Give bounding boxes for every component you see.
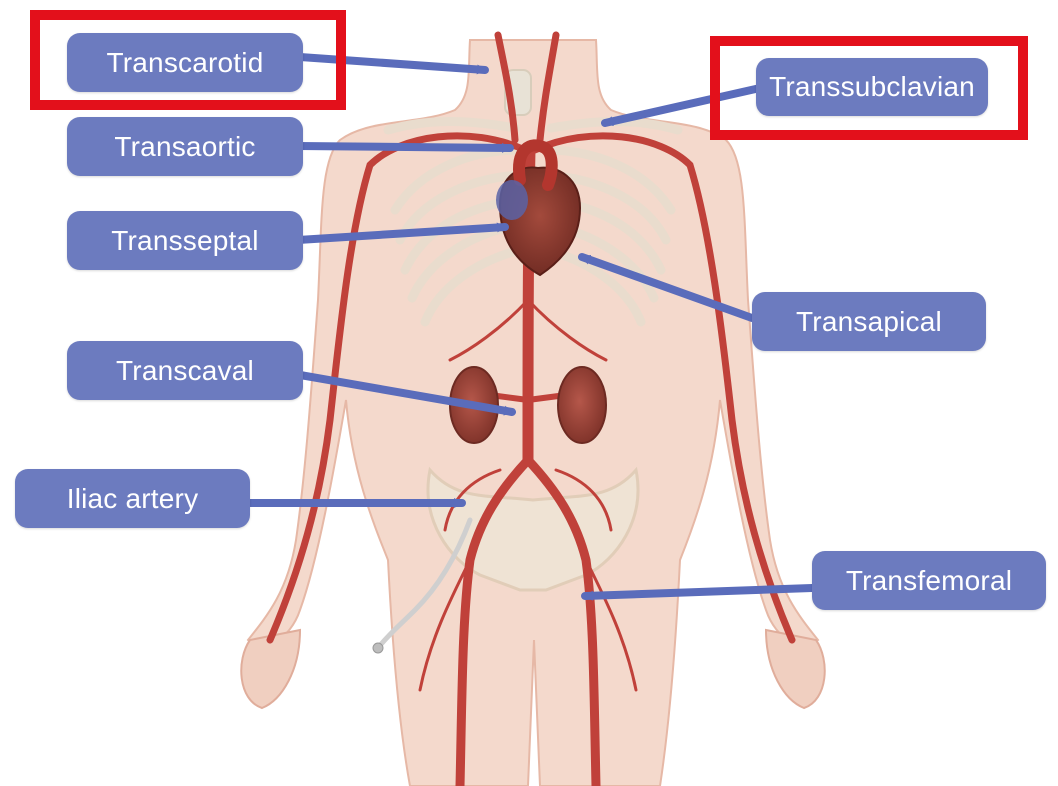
- label-transapical: Transapical: [752, 292, 986, 351]
- label-transcaval: Transcaval: [67, 341, 303, 400]
- arrow-transsubclavian: [605, 88, 760, 123]
- label-transsubclavian: Transsubclavian: [756, 58, 988, 116]
- label-transseptal: Transseptal: [67, 211, 303, 270]
- arrow-transcarotid: [300, 57, 485, 70]
- label-iliac-artery: Iliac artery: [15, 469, 250, 528]
- arrow-transaortic: [298, 146, 510, 148]
- label-transfemoral: Transfemoral: [812, 551, 1046, 610]
- label-transcarotid: Transcarotid: [67, 33, 303, 92]
- label-transaortic: Transaortic: [67, 117, 303, 176]
